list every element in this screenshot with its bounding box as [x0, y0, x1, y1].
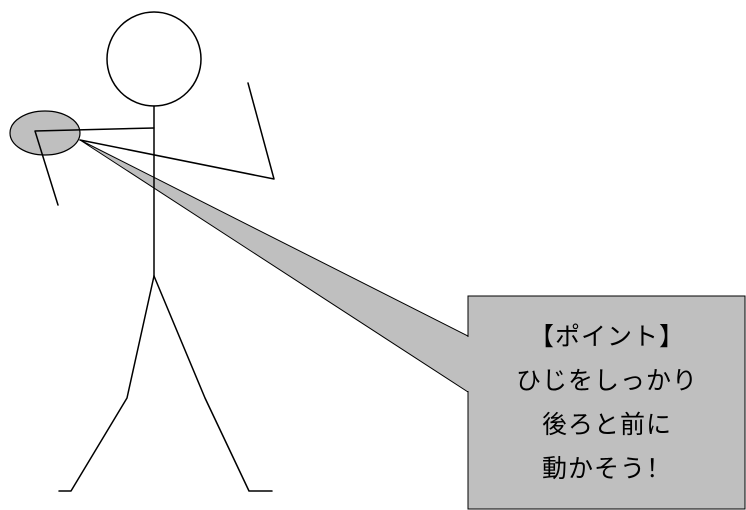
- left-leg: [58, 275, 155, 492]
- callout-line-title: 【ポイント】: [528, 322, 685, 351]
- callout-box: [467, 295, 746, 510]
- right-arm: [79, 82, 275, 180]
- stick-figure: [34, 11, 275, 492]
- callout-line-2: 後ろと前に: [541, 410, 672, 439]
- callout-text: 【ポイント】 ひじをしっかり 後ろと前に 動かそう！: [468, 296, 746, 510]
- right-leg: [153, 275, 273, 492]
- head: [106, 11, 202, 107]
- elbow-highlight: [9, 110, 81, 156]
- callout-shape: [79, 139, 746, 510]
- callout-line-1: ひじをしっかり: [515, 366, 698, 395]
- left-arm: [34, 127, 155, 206]
- callout-line-3: 動かそう！: [541, 454, 672, 483]
